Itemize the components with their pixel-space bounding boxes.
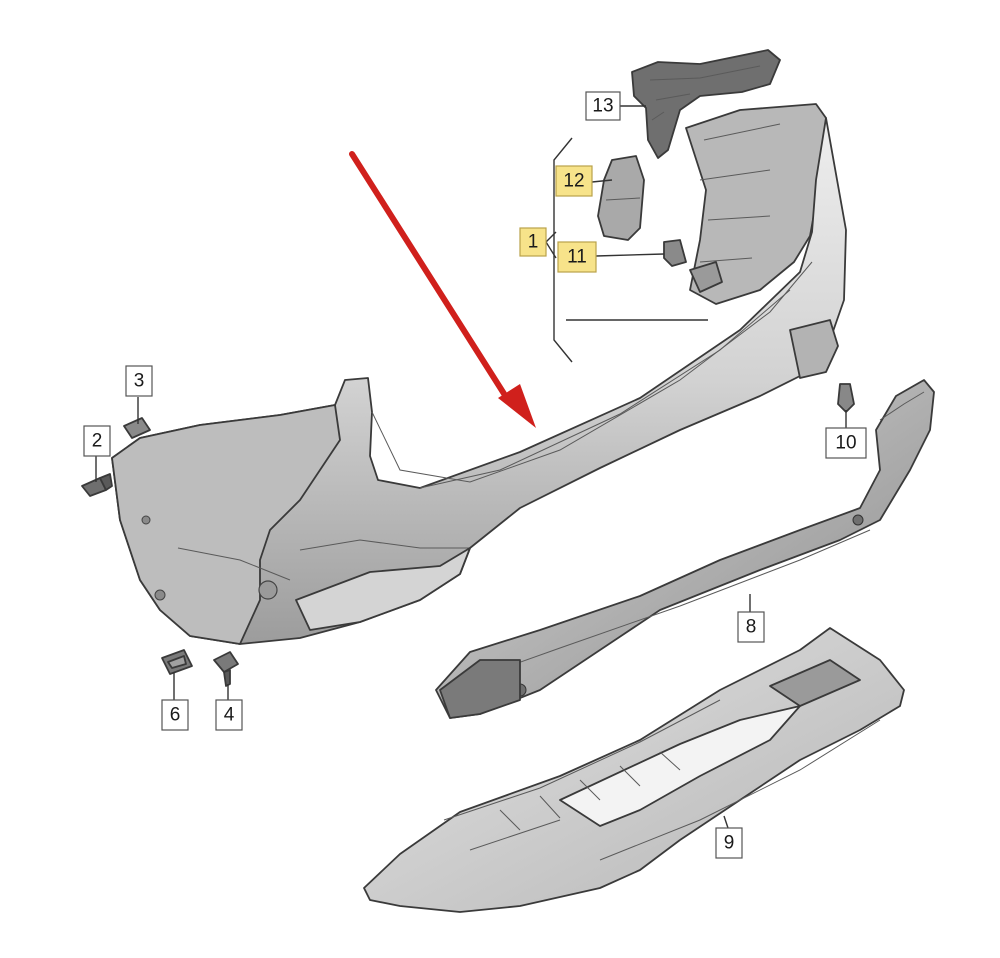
- svg-text:6: 6: [170, 705, 181, 726]
- svg-text:9: 9: [724, 833, 735, 854]
- svg-text:11: 11: [567, 247, 587, 268]
- svg-text:12: 12: [563, 171, 584, 192]
- group-bracket-lines: [553, 137, 708, 363]
- clip-part-10: [837, 383, 855, 413]
- svg-text:13: 13: [592, 96, 613, 117]
- svg-text:3: 3: [134, 371, 145, 392]
- bracket-part-13: [631, 49, 781, 159]
- callout-10: 10: [825, 427, 867, 459]
- callout-11: 11: [557, 241, 597, 273]
- callout-9: 9: [715, 827, 743, 859]
- callout-3: 3: [125, 365, 153, 397]
- nut-part-3: [123, 417, 151, 439]
- cover-cap-part-12: [597, 155, 645, 241]
- bumper-right-inner-panel: [685, 103, 827, 305]
- callout-12: 12: [555, 165, 593, 197]
- screw-part-2: [81, 473, 113, 497]
- svg-text:2: 2: [92, 431, 103, 452]
- callout-8: 8: [737, 611, 765, 643]
- callout-1: 1: [519, 227, 547, 257]
- callout-13: 13: [585, 91, 621, 121]
- clip-part-6: [161, 649, 193, 675]
- clip-part-11: [663, 239, 687, 267]
- rear-bumper-cover: [111, 117, 847, 645]
- callout-2: 2: [83, 425, 111, 457]
- svg-text:10: 10: [835, 433, 856, 454]
- callout-6: 6: [161, 699, 189, 731]
- svg-text:1: 1: [528, 232, 539, 253]
- red-pointer-arrow: [349, 151, 536, 428]
- screw-part-4: [213, 651, 239, 687]
- lower-trim-part-8: [435, 379, 935, 719]
- callout-4: 4: [215, 699, 243, 731]
- svg-text:8: 8: [746, 617, 757, 638]
- leader-lines: [95, 105, 847, 829]
- underbody-guard-part-9: [363, 627, 905, 913]
- svg-text:4: 4: [224, 705, 235, 726]
